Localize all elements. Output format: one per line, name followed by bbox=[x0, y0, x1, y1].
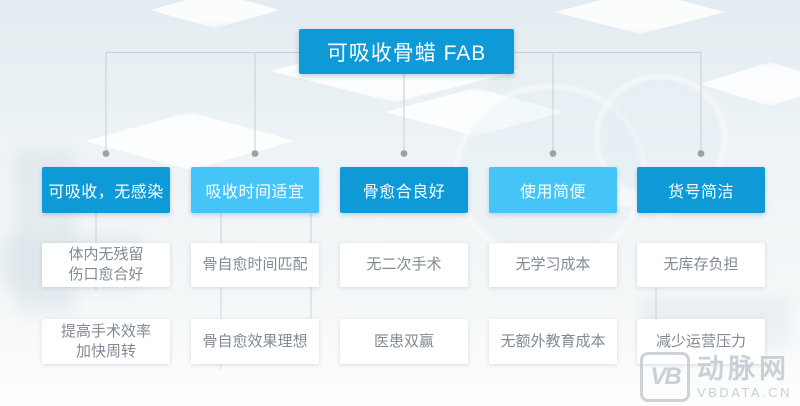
watermark-site-url: VBDATA.CN bbox=[697, 384, 792, 400]
column-4-header: 使用简便 bbox=[489, 167, 617, 213]
column-2-item-1: 骨自愈时间匹配 bbox=[191, 243, 319, 287]
column-2-item-2: 骨自愈效果理想 bbox=[191, 319, 319, 364]
vb-logo-icon: VB bbox=[640, 352, 691, 402]
bg-equipment-pole bbox=[655, 245, 657, 335]
column-3-item-2: 医患双赢 bbox=[340, 319, 468, 364]
column-absorbable: 可吸收，无感染 体内无残留 伤口愈合好 提高手术效率 加快周转 bbox=[42, 0, 170, 406]
column-1-header: 可吸收，无感染 bbox=[42, 167, 170, 213]
connector-dot bbox=[400, 150, 408, 157]
connector-dot bbox=[102, 150, 110, 157]
column-4-item-2: 无额外教育成本 bbox=[489, 319, 617, 364]
diagram-title: 可吸收骨蜡 FAB bbox=[299, 29, 514, 74]
column-3-header: 骨愈合良好 bbox=[340, 167, 468, 213]
column-absorption-time: 吸收时间适宜 骨自愈时间匹配 骨自愈效果理想 bbox=[191, 0, 319, 406]
watermark-brand-name: 动脉网 bbox=[697, 353, 791, 384]
vbdata-watermark: VB 动脉网 VBDATA.CN bbox=[640, 352, 792, 402]
column-5-item-2: 减少运营压力 bbox=[637, 319, 765, 364]
connector-dot bbox=[251, 150, 259, 157]
column-1-item-2: 提高手术效率 加快周转 bbox=[42, 319, 170, 364]
column-3-item-1: 无二次手术 bbox=[340, 243, 468, 287]
connector-dot bbox=[697, 150, 705, 157]
watermark-text: 动脉网 VBDATA.CN bbox=[697, 353, 792, 400]
column-bone-healing: 骨愈合良好 无二次手术 医患双赢 bbox=[340, 0, 468, 406]
column-1-item-1: 体内无残留 伤口愈合好 bbox=[42, 243, 170, 287]
connector-dot bbox=[549, 150, 557, 157]
column-sku-simplicity: 货号简洁 无库存负担 减少运营压力 bbox=[637, 0, 765, 406]
column-4-item-1: 无学习成本 bbox=[489, 243, 617, 287]
column-2-header: 吸收时间适宜 bbox=[191, 167, 319, 213]
column-5-header: 货号简洁 bbox=[637, 167, 765, 213]
column-5-item-1: 无库存负担 bbox=[637, 243, 765, 287]
column-ease-of-use: 使用简便 无学习成本 无额外教育成本 bbox=[489, 0, 617, 406]
